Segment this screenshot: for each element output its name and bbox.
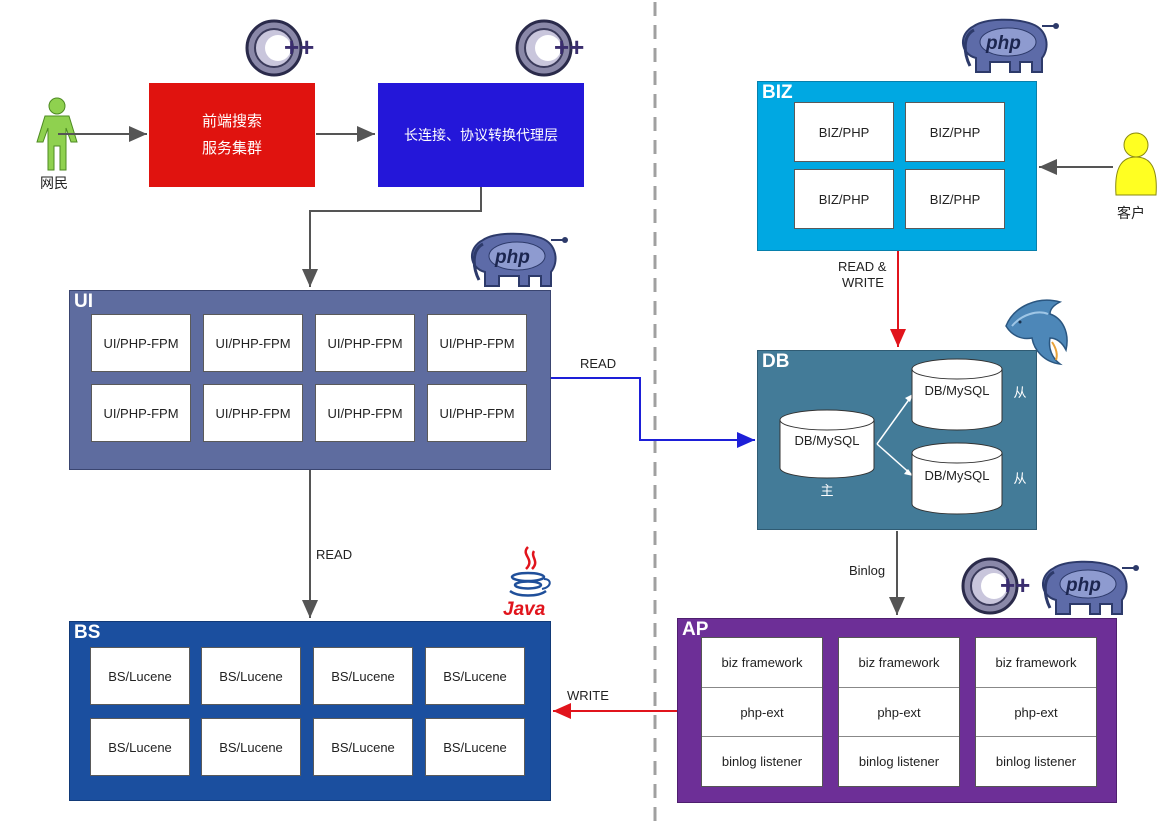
db-master-label: DB/MySQL: [794, 433, 859, 448]
ui-node: UI/PHP-FPM: [91, 314, 191, 372]
db-slave-label: DB/MySQL: [924, 468, 989, 483]
edge-label-biz-to-db-2: WRITE: [842, 275, 884, 290]
proxy-layer-label: 长连接、协议转换代理层: [404, 127, 558, 143]
ap-cell: php-ext: [702, 688, 822, 738]
mysql-dolphin-icon: [1005, 299, 1068, 366]
bs-panel-title: BS: [74, 622, 101, 643]
netizen-label: 网民: [40, 175, 68, 191]
ap-cell: biz framework: [839, 638, 959, 688]
ap-column: biz framework php-ext binlog listener: [975, 637, 1097, 787]
bs-node: BS/Lucene: [313, 647, 413, 705]
db-slave-role: 从: [1013, 385, 1026, 400]
db-slave-label: DB/MySQL: [924, 383, 989, 398]
biz-panel: BIZ BIZ/PHP BIZ/PHP BIZ/PHP BIZ/PHP: [757, 81, 1037, 251]
ap-column: biz framework php-ext binlog listener: [838, 637, 960, 787]
db-master-cylinder: [779, 409, 875, 479]
php-elephant-icon: php: [962, 18, 1059, 73]
ap-cell: biz framework: [976, 638, 1096, 688]
biz-panel-title: BIZ: [762, 82, 793, 103]
ap-cell: php-ext: [976, 688, 1096, 738]
customer-label: 客户: [1117, 205, 1145, 221]
svg-text:++: ++: [554, 32, 584, 62]
php-elephant-icon: php: [471, 232, 568, 287]
ap-cell: php-ext: [839, 688, 959, 738]
ap-panel: AP biz framework php-ext binlog listener…: [677, 618, 1117, 803]
php-elephant-icon: php: [1042, 560, 1139, 615]
ui-node: UI/PHP-FPM: [315, 314, 415, 372]
biz-node: BIZ/PHP: [794, 102, 894, 162]
edge-label-ui-to-db: READ: [580, 356, 617, 371]
svg-text:++: ++: [1000, 570, 1030, 600]
person-icon: [36, 97, 78, 171]
svg-text:php: php: [985, 33, 1021, 54]
edge-label-ap-to-bs: WRITE: [567, 688, 609, 703]
edge-label-biz-to-db-1: READ &: [838, 259, 887, 274]
edge-label-ui-to-bs: READ: [316, 547, 353, 562]
ui-node: UI/PHP-FPM: [203, 314, 303, 372]
frontend-search-label-1: 前端搜索: [201, 113, 262, 130]
ui-node: UI/PHP-FPM: [315, 384, 415, 442]
ui-node: UI/PHP-FPM: [427, 314, 527, 372]
bs-panel: BS BS/Lucene BS/Lucene BS/Lucene BS/Luce…: [69, 621, 551, 801]
ui-node: UI/PHP-FPM: [203, 384, 303, 442]
frontend-search-label-2: 服务集群: [201, 140, 262, 157]
svg-text:php: php: [494, 247, 530, 268]
frontend-search-box: 前端搜索 服务集群: [149, 83, 315, 187]
biz-node: BIZ/PHP: [905, 169, 1005, 229]
cpp-logo-icon: ++: [961, 557, 1030, 615]
biz-node: BIZ/PHP: [905, 102, 1005, 162]
ap-cell: binlog listener: [858, 754, 940, 770]
db-panel-title: DB: [762, 351, 790, 372]
proxy-layer-box: 长连接、协议转换代理层: [378, 83, 584, 187]
bs-node: BS/Lucene: [201, 647, 301, 705]
svg-text:Java: Java: [503, 599, 546, 619]
ap-panel-title: AP: [682, 619, 709, 640]
svg-text:++: ++: [284, 32, 314, 62]
ap-column: biz framework php-ext binlog listener: [701, 637, 823, 787]
ui-panel: UI UI/PHP-FPM UI/PHP-FPM UI/PHP-FPM UI/P…: [69, 290, 551, 470]
bs-node: BS/Lucene: [90, 647, 190, 705]
db-slave-role: 从: [1013, 471, 1026, 486]
bs-node: BS/Lucene: [201, 718, 301, 776]
ui-node: UI/PHP-FPM: [427, 384, 527, 442]
biz-node: BIZ/PHP: [794, 169, 894, 229]
java-logo-icon: Java: [503, 546, 551, 619]
db-master-role: 主: [820, 483, 833, 498]
bs-node: BS/Lucene: [313, 718, 413, 776]
bs-node: BS/Lucene: [425, 647, 525, 705]
ui-node: UI/PHP-FPM: [91, 384, 191, 442]
db-graph: DB/MySQL DB/MySQL DB/MySQL 主 从 从: [779, 358, 1027, 515]
cpp-logo-icon: ++: [515, 19, 584, 77]
db-slave-cylinder: [911, 358, 1003, 431]
svg-text:php: php: [1065, 575, 1101, 596]
bs-node: BS/Lucene: [90, 718, 190, 776]
db-slave-cylinder: [911, 442, 1003, 515]
bs-node: BS/Lucene: [425, 718, 525, 776]
ap-cell: biz framework: [702, 638, 822, 688]
customer-person-icon: [1115, 132, 1157, 196]
edge-label-db-to-ap: Binlog: [849, 563, 886, 578]
ui-panel-title: UI: [74, 291, 93, 312]
ap-cell: binlog listener: [721, 754, 803, 770]
ap-cell: binlog listener: [995, 754, 1077, 770]
cpp-logo-icon: ++: [245, 19, 314, 77]
